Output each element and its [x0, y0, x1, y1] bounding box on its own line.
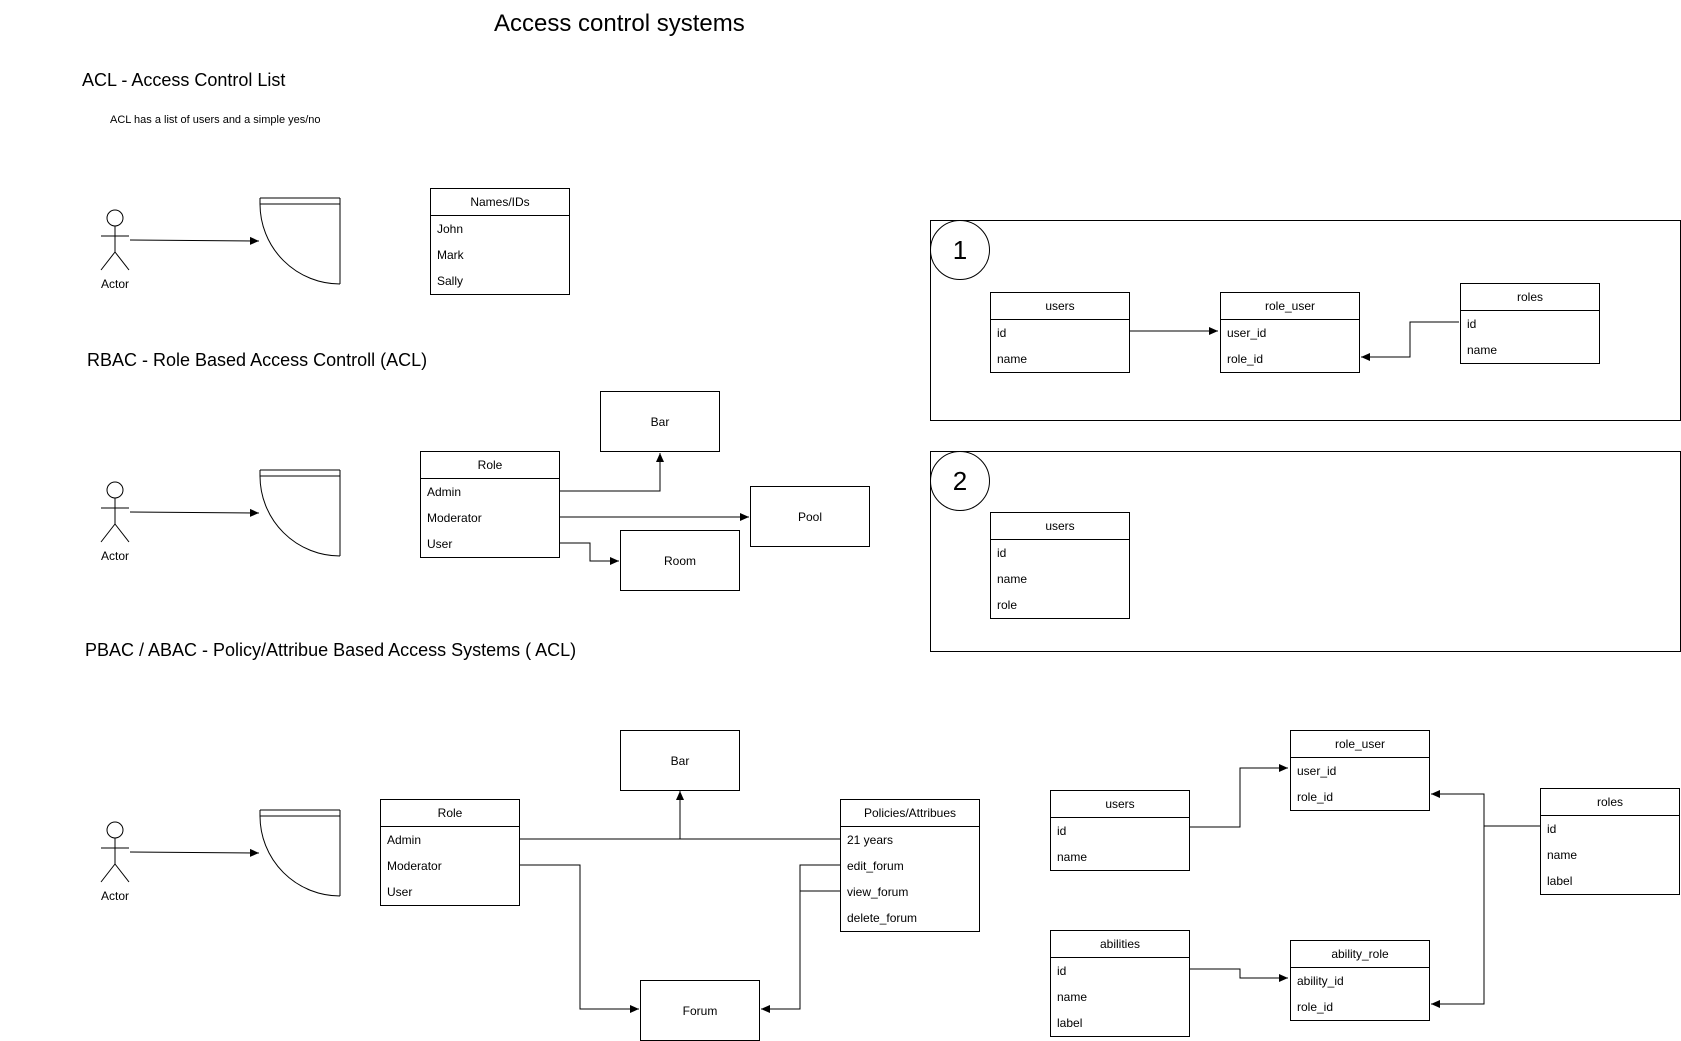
pbac-heading: PBAC / ABAC - Policy/Attribue Based Acce… — [85, 640, 577, 660]
pbac-role-to-forum — [520, 864, 639, 1013]
page-title: Access control systems — [494, 10, 745, 37]
acl-heading: ACL - Access Control List — [82, 70, 286, 90]
s3-abilities-table: abilities id name label — [1050, 930, 1190, 1037]
s3-roles-to-ability-role — [1431, 826, 1485, 1008]
s3-users-to-role-user — [1190, 764, 1288, 828]
table-row: 21 years — [847, 833, 894, 847]
acl-actor-arrow — [129, 236, 260, 245]
table-row: id — [1547, 822, 1557, 836]
pbac-door-icon — [259, 809, 341, 897]
table-row: view_forum — [847, 885, 909, 899]
pbac-actor-figure — [100, 821, 130, 883]
s3-roles-to-role-user — [1431, 790, 1485, 826]
acl-names-table: Names/IDs John Mark Sally — [430, 188, 570, 295]
s3-users-table: users id name — [1050, 790, 1190, 871]
rbac-actor-figure — [100, 481, 130, 543]
s1-roles-to-role-user — [1361, 321, 1459, 361]
rbac-actor-label: Actor — [101, 549, 130, 563]
table-row: Moderator — [387, 859, 442, 873]
acl-actor-label: Actor — [101, 277, 130, 291]
table-header: ability_role — [1291, 941, 1429, 968]
acl-actor-figure — [100, 209, 130, 271]
schema-2-number: 2 — [930, 451, 990, 511]
pbac-actor-label: Actor — [101, 889, 130, 903]
table-row: name — [1057, 850, 1088, 864]
rbac-role-to-bar — [560, 453, 664, 492]
table-row: user_id — [1227, 326, 1267, 340]
rbac-pool-box: Pool — [750, 486, 870, 547]
table-row: edit_forum — [847, 859, 904, 873]
table-header: users — [991, 513, 1129, 540]
s3-roles-table: roles id name label — [1540, 788, 1680, 895]
table-row: User — [387, 885, 413, 899]
table-header: role_user — [1291, 731, 1429, 758]
table-row: role_id — [1227, 352, 1264, 366]
pbac-actor-arrow — [129, 848, 260, 857]
table-header: abilities — [1051, 931, 1189, 958]
table-header: Role — [421, 452, 559, 479]
table-header: Policies/Attribues — [841, 800, 979, 827]
table-header: roles — [1461, 284, 1599, 311]
table-row: id — [1467, 317, 1477, 331]
rbac-bar-box: Bar — [600, 391, 720, 452]
table-row: role — [997, 598, 1018, 612]
rbac-actor-arrow — [129, 508, 260, 517]
table-header: roles — [1541, 789, 1679, 816]
s3-role-user-table: role_user user_id role_id — [1290, 730, 1430, 811]
table-header: Role — [381, 800, 519, 827]
table-row: id — [997, 546, 1007, 560]
table-header: Names/IDs — [431, 189, 569, 216]
s3-ability-role-table: ability_role ability_id role_id — [1290, 940, 1430, 1021]
table-row: name — [1547, 848, 1578, 862]
rbac-heading: RBAC - Role Based Access Controll (ACL) — [87, 350, 428, 370]
table-row: ability_id — [1297, 974, 1344, 988]
table-header: role_user — [1221, 293, 1359, 320]
table-header: users — [1051, 791, 1189, 818]
table-row: label — [1547, 874, 1573, 888]
s1-roles-table: roles id name — [1460, 283, 1600, 364]
pbac-role-table: Role Admin Moderator User — [380, 799, 520, 906]
schema-1-number: 1 — [930, 220, 990, 280]
table-row: name — [997, 352, 1028, 366]
table-row: John — [437, 222, 464, 236]
table-row: label — [1057, 1016, 1083, 1030]
table-row: Admin — [387, 833, 422, 847]
pbac-policy-to-forum — [761, 864, 840, 1013]
table-row: Admin — [427, 485, 462, 499]
table-row: delete_forum — [847, 911, 918, 925]
table-row: id — [1057, 964, 1067, 978]
acl-door-icon — [259, 197, 341, 285]
s2-users-table: users id name role — [990, 512, 1130, 619]
pbac-forum-box: Forum — [640, 980, 760, 1041]
table-header: users — [991, 293, 1129, 320]
rbac-room-box: Room — [620, 530, 740, 591]
rbac-role-table: Role Admin Moderator User — [420, 451, 560, 558]
table-row: name — [1057, 990, 1088, 1004]
s3-abilities-to-ability-role — [1190, 968, 1288, 982]
table-row: Sally — [437, 274, 464, 288]
pbac-bar-box: Bar — [620, 730, 740, 791]
table-row: Mark — [437, 248, 464, 262]
table-row: User — [427, 537, 453, 551]
s1-role-user-table: role_user user_id role_id — [1220, 292, 1360, 373]
table-row: role_id — [1297, 1000, 1334, 1014]
table-row: Moderator — [427, 511, 482, 525]
table-row: name — [997, 572, 1028, 586]
table-row: role_id — [1297, 790, 1334, 804]
table-row: name — [1467, 343, 1498, 357]
table-row: user_id — [1297, 764, 1337, 778]
pbac-policies-table: Policies/Attribues 21 years edit_forum v… — [840, 799, 980, 932]
table-row: id — [1057, 824, 1067, 838]
rbac-role-to-room — [560, 542, 619, 565]
rbac-door-icon — [259, 469, 341, 557]
table-row: id — [997, 326, 1007, 340]
acl-note: ACL has a list of users and a simple yes… — [110, 114, 321, 126]
s1-users-table: users id name — [990, 292, 1130, 373]
